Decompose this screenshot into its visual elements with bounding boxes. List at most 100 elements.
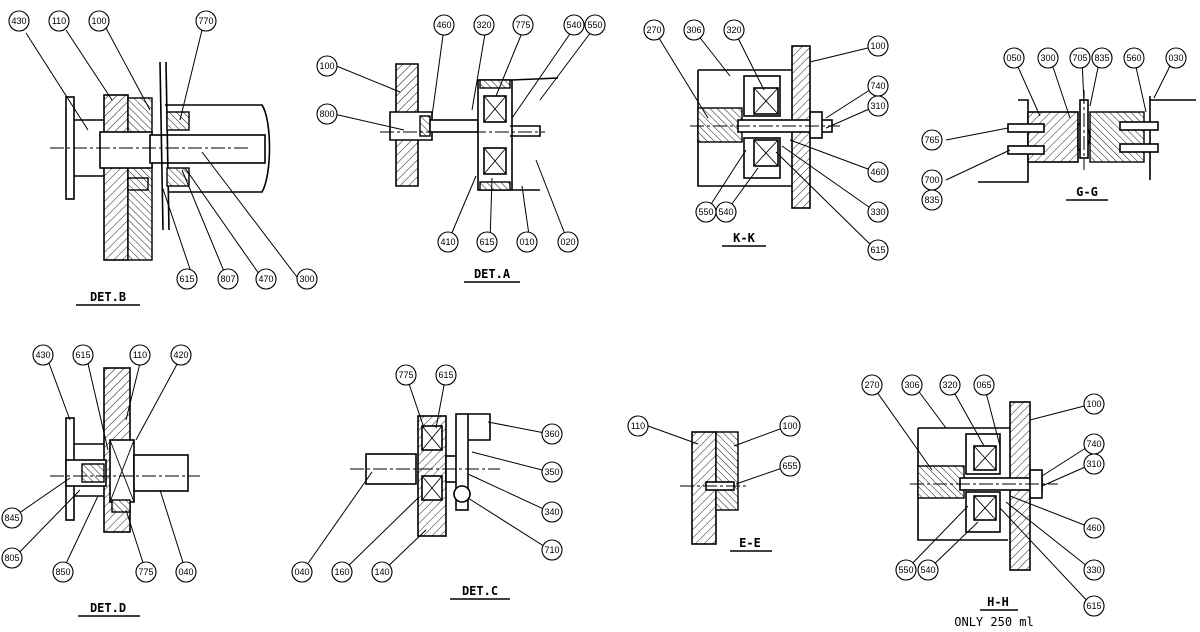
- callout-label: 100: [1086, 399, 1101, 409]
- callout-label: 410: [440, 237, 455, 247]
- title-det-b: DET.B: [90, 290, 126, 304]
- callout-100: 100: [779, 415, 801, 437]
- callout-550: 550: [895, 559, 917, 581]
- callout-845: 845: [1, 507, 23, 529]
- callout-label: 615: [179, 274, 194, 284]
- callout-800: 800: [316, 103, 338, 125]
- callout-circle: [516, 231, 538, 253]
- callout-550: 550: [584, 14, 606, 36]
- callout-circle: [917, 559, 939, 581]
- callout-label: 775: [515, 20, 530, 30]
- callout-label: 306: [904, 380, 919, 390]
- callout-300: 300: [1037, 47, 1059, 69]
- callout-330: 330: [867, 201, 889, 223]
- callout-300: 300: [296, 268, 318, 290]
- callout-100: 100: [88, 10, 110, 32]
- callout-label: 100: [870, 41, 885, 51]
- callout-circle: [895, 559, 917, 581]
- h-h-note: ONLY 250 ml: [954, 615, 1033, 629]
- callout-label: 850: [55, 567, 70, 577]
- section-h-h: H-H ONLY 250 ml: [871, 384, 1093, 629]
- callout-circle: [52, 561, 74, 583]
- callout-615: 615: [435, 364, 457, 386]
- callout-310: 310: [867, 95, 889, 117]
- callout-270: 270: [643, 19, 665, 41]
- callout-550: 550: [695, 201, 717, 223]
- callout-circle: [296, 268, 318, 290]
- callout-label: 010: [519, 237, 534, 247]
- callout-label: 100: [319, 61, 334, 71]
- callout-label: 140: [374, 567, 389, 577]
- callout-label: 300: [1040, 53, 1055, 63]
- callout-label: 615: [75, 350, 90, 360]
- callout-circle: [921, 189, 943, 211]
- callout-circle: [867, 95, 889, 117]
- callout-020: 020: [557, 231, 579, 253]
- callout-circle: [255, 268, 277, 290]
- callout-circle: [723, 19, 745, 41]
- callout-label: 765: [924, 135, 939, 145]
- callout-label: 460: [1086, 523, 1101, 533]
- callout-540: 540: [715, 201, 737, 223]
- callout-label: 550: [698, 207, 713, 217]
- callout-label: 320: [942, 380, 957, 390]
- callout-306: 306: [683, 19, 705, 41]
- callout-040: 040: [291, 561, 313, 583]
- title-k-k: K-K: [733, 231, 755, 245]
- callout-835: 835: [1091, 47, 1113, 69]
- callout-label: 270: [864, 380, 879, 390]
- callout-110: 110: [129, 344, 151, 366]
- callout-circle: [1083, 393, 1105, 415]
- title-det-d: DET.D: [90, 601, 126, 615]
- callout-circle: [715, 201, 737, 223]
- callout-label: 160: [334, 567, 349, 577]
- callout-circle: [921, 129, 943, 151]
- callout-label: 800: [319, 109, 334, 119]
- callout-label: 805: [4, 553, 19, 563]
- callout-label: 306: [686, 25, 701, 35]
- callout-label: 020: [560, 237, 575, 247]
- callout-label: 040: [294, 567, 309, 577]
- callout-label: 540: [566, 20, 581, 30]
- callout-835: 835: [921, 189, 943, 211]
- callout-label: 350: [544, 467, 559, 477]
- callout-circle: [1, 507, 23, 529]
- callout-circle: [683, 19, 705, 41]
- detail-b: DET.B: [25, 27, 301, 306]
- callout-label: 430: [35, 350, 50, 360]
- callout-circle: [195, 10, 217, 32]
- callout-circle: [331, 561, 353, 583]
- callout-065: 065: [973, 374, 995, 396]
- callout-label: 835: [1094, 53, 1109, 63]
- callout-310: 310: [1083, 453, 1105, 475]
- callout-circle: [473, 14, 495, 36]
- callout-label: 550: [587, 20, 602, 30]
- callout-label: 050: [1006, 53, 1021, 63]
- plate-110: [103, 94, 129, 261]
- callout-label: 310: [1086, 459, 1101, 469]
- callout-circle: [291, 561, 313, 583]
- callout-circle: [512, 14, 534, 36]
- callout-circle: [72, 344, 94, 366]
- callout-circle: [779, 415, 801, 437]
- section-g-g: G-G: [945, 57, 1196, 201]
- callout-label: 110: [631, 421, 645, 431]
- callout-circle: [176, 268, 198, 290]
- callout-label: 460: [436, 20, 451, 30]
- callout-850: 850: [52, 561, 74, 583]
- callout-030: 030: [1165, 47, 1187, 69]
- title-e-e: E-E: [739, 536, 761, 550]
- callout-circle: [1123, 47, 1145, 69]
- callout-label: 100: [782, 421, 797, 431]
- callout-470: 470: [255, 268, 277, 290]
- callout-circle: [1069, 47, 1091, 69]
- callout-050: 050: [1003, 47, 1025, 69]
- callout-320: 320: [723, 19, 745, 41]
- callout-100: 100: [316, 55, 338, 77]
- callout-label: 705: [1072, 53, 1087, 63]
- callout-circle: [901, 374, 923, 396]
- callout-110: 110: [627, 415, 649, 437]
- callout-circle: [437, 231, 459, 253]
- callout-700: 700: [921, 169, 943, 191]
- callout-circle: [1003, 47, 1025, 69]
